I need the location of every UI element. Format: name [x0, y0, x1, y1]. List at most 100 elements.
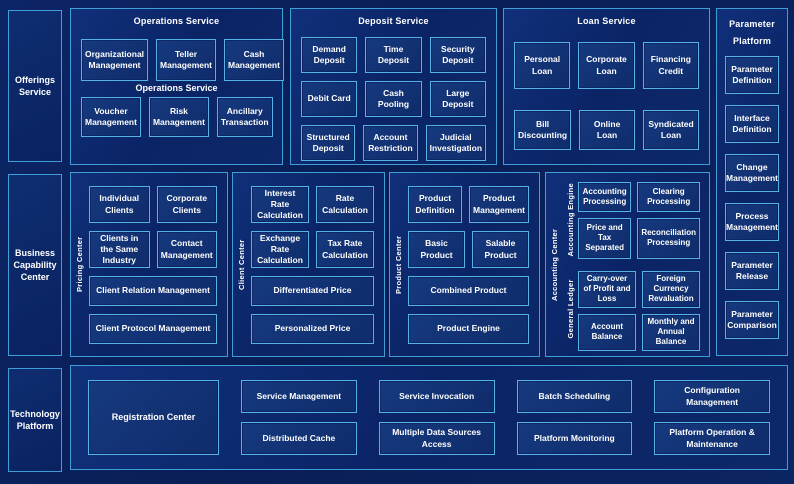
block-financing-credit: Financing Credit	[642, 42, 699, 89]
product-center-panel: Product Center Product Definition Produc…	[389, 172, 540, 357]
block-parameter-comparison: Parameter Comparison	[725, 301, 779, 340]
block-product-management: Product Management	[469, 186, 529, 223]
loan-service-panel: Loan Service Personal Loan Corporate Loa…	[503, 8, 710, 165]
block-clients-in-the-same-industry: Clients in the Same Industry	[89, 231, 150, 268]
block-cash-management: Cash Management	[224, 39, 284, 81]
deposit-service-panel: Deposit Service Demand Deposit Time Depo…	[290, 8, 497, 165]
block-clearing-processing: Clearing Processing	[637, 182, 700, 213]
operations-service-title: Operations Service	[133, 16, 220, 26]
block-parameter-definition: Parameter Definition	[725, 56, 779, 95]
block-security-deposit: Security Deposit	[429, 37, 486, 73]
block-debit-card: Debit Card	[301, 81, 358, 117]
block-client-relation-management: Client Relation Management	[89, 276, 217, 306]
accounting-engine-vertical-label: Accounting Engine	[566, 183, 575, 257]
block-structured-deposit: Structured Deposit	[301, 125, 356, 161]
loan-row-2: Bill Discounting Online Loan Syndicated …	[504, 110, 709, 150]
parameter-platform-title-line2: Platform	[732, 36, 772, 47]
block-account-restriction: Account Restriction	[363, 125, 418, 161]
deposit-service-title: Deposit Service	[358, 16, 429, 26]
block-bill-discounting: Bill Discounting	[514, 110, 572, 150]
block-cash-pooling: Cash Pooling	[365, 81, 422, 117]
deposit-row-3: Structured Deposit Account Restriction J…	[291, 125, 496, 161]
parameter-platform-title: Parameter Platform	[717, 9, 787, 50]
parameter-platform-panel: Parameter Platform Parameter Definition …	[716, 8, 788, 356]
block-change-management: Change Management	[725, 154, 779, 193]
block-service-invocation: Service Invocation	[378, 380, 495, 413]
pricing-center-vertical-label: Pricing Center	[75, 236, 84, 293]
block-product-definition: Product Definition	[408, 186, 463, 223]
block-exchange-rate-calculation: Exchange Rate Calculation	[251, 231, 309, 268]
client-center-vertical-label: Client Center	[237, 239, 246, 290]
loan-service-title: Loan Service	[577, 16, 636, 26]
block-personal-loan: Personal Loan	[514, 42, 571, 89]
block-batch-scheduling: Batch Scheduling	[516, 380, 633, 413]
block-platform-operation-maintenance: Platform Operation & Maintenance	[654, 422, 770, 455]
accounting-engine-group: Accounting Engine Accounting Processing …	[563, 182, 700, 259]
pricing-center-panel: Pricing Center Individual Clients Corpor…	[70, 172, 228, 357]
block-carry-over-of-profit-and-loss: Carry-over of Profit and Loss	[578, 270, 636, 308]
block-voucher-management: Voucher Management	[81, 97, 141, 137]
block-online-loan: Online Loan	[579, 110, 636, 150]
block-interest-rate-calculation: Interest Rate Calculation	[251, 186, 309, 223]
operations-service-mid-label: Operations Service	[135, 83, 218, 93]
block-price-and-tax-separated: Price and Tax Separated	[578, 218, 632, 259]
block-account-balance: Account Balance	[578, 313, 636, 351]
block-distributed-cache: Distributed Cache	[241, 422, 357, 455]
block-platform-monitoring: Platform Monitoring	[516, 422, 633, 455]
block-teller-management: Teller Management	[156, 39, 216, 81]
block-differentiated-price: Differentiated Price	[251, 276, 374, 306]
operations-service-panel: Operations Service Organizational Manage…	[70, 8, 284, 165]
block-process-management: Process Management	[725, 203, 779, 242]
block-ancillary-transaction: Ancillary Transaction	[216, 97, 273, 137]
block-rate-calculation: Rate Calculation	[316, 186, 374, 223]
block-reconciliation-processing: Reconciliation Processing	[637, 218, 700, 259]
block-accounting-processing: Accounting Processing	[578, 182, 632, 213]
block-corporate-clients: Corporate Clients	[156, 186, 217, 223]
general-ledger-vertical-label: General Ledger	[566, 279, 575, 339]
block-client-protocol-management: Client Protocol Management	[89, 314, 217, 344]
accounting-center-vertical-label: Accounting Center	[550, 228, 559, 301]
block-contact-management: Contact Management	[156, 231, 217, 268]
block-configuration-management: Configuration Management	[654, 380, 770, 413]
loan-row-1: Personal Loan Corporate Loan Financing C…	[504, 42, 709, 89]
general-ledger-group: General Ledger Carry-over of Profit and …	[563, 270, 700, 351]
sidebar-offerings-service: Offerings Service	[8, 10, 62, 162]
block-product-engine: Product Engine	[408, 314, 529, 344]
block-corporate-loan: Corporate Loan	[578, 42, 635, 89]
block-organizational-management: Organizational Management	[81, 39, 149, 81]
technology-platform-label: Technology Platform	[10, 408, 60, 431]
block-risk-management: Risk Management	[148, 97, 209, 137]
parameter-platform-stack: Parameter Definition Interface Definitio…	[717, 50, 787, 345]
product-center-vertical-label: Product Center	[394, 235, 403, 294]
block-salable-product: Salable Product	[472, 231, 529, 268]
technology-platform-panel: Registration Center Service Management D…	[70, 365, 788, 470]
block-large-deposit: Large Deposit	[429, 81, 486, 117]
operations-row-2: Voucher Management Risk Management Ancil…	[71, 97, 282, 137]
block-tax-rate-calculation: Tax Rate Calculation	[316, 231, 374, 268]
block-registration-center: Registration Center	[88, 380, 219, 455]
block-judicial-investigation: Judicial Investigation	[425, 125, 487, 161]
tech-column-1: Service Management Distributed Cache	[241, 380, 357, 455]
block-personalized-price: Personalized Price	[251, 314, 374, 344]
deposit-row-2: Debit Card Cash Pooling Large Deposit	[291, 81, 496, 117]
block-multiple-data-sources-access: Multiple Data Sources Access	[378, 422, 495, 455]
block-monthly-and-annual-balance: Monthly and Annual Balance	[642, 313, 700, 351]
block-service-management: Service Management	[241, 380, 357, 413]
block-demand-deposit: Demand Deposit	[301, 37, 358, 73]
client-center-panel: Client Center Interest Rate Calculation …	[232, 172, 385, 357]
block-interface-definition: Interface Definition	[725, 105, 779, 144]
block-time-deposit: Time Deposit	[365, 37, 422, 73]
block-combined-product: Combined Product	[408, 276, 529, 306]
tech-column-2: Service Invocation Multiple Data Sources…	[378, 380, 495, 455]
offerings-service-label: Offerings Service	[14, 74, 55, 97]
business-capability-center-label: Business Capability Center	[13, 247, 57, 283]
block-syndicated-loan: Syndicated Loan	[643, 110, 700, 150]
block-parameter-release: Parameter Release	[725, 252, 779, 291]
sidebar-technology-platform: Technology Platform	[8, 368, 62, 472]
tech-column-3: Batch Scheduling Platform Monitoring	[516, 380, 633, 455]
accounting-center-panel: Accounting Center Accounting Engine Acco…	[545, 172, 710, 357]
sidebar-business-capability-center: Business Capability Center	[8, 174, 62, 356]
block-individual-clients: Individual Clients	[89, 186, 150, 223]
parameter-platform-title-line1: Parameter	[729, 19, 775, 29]
